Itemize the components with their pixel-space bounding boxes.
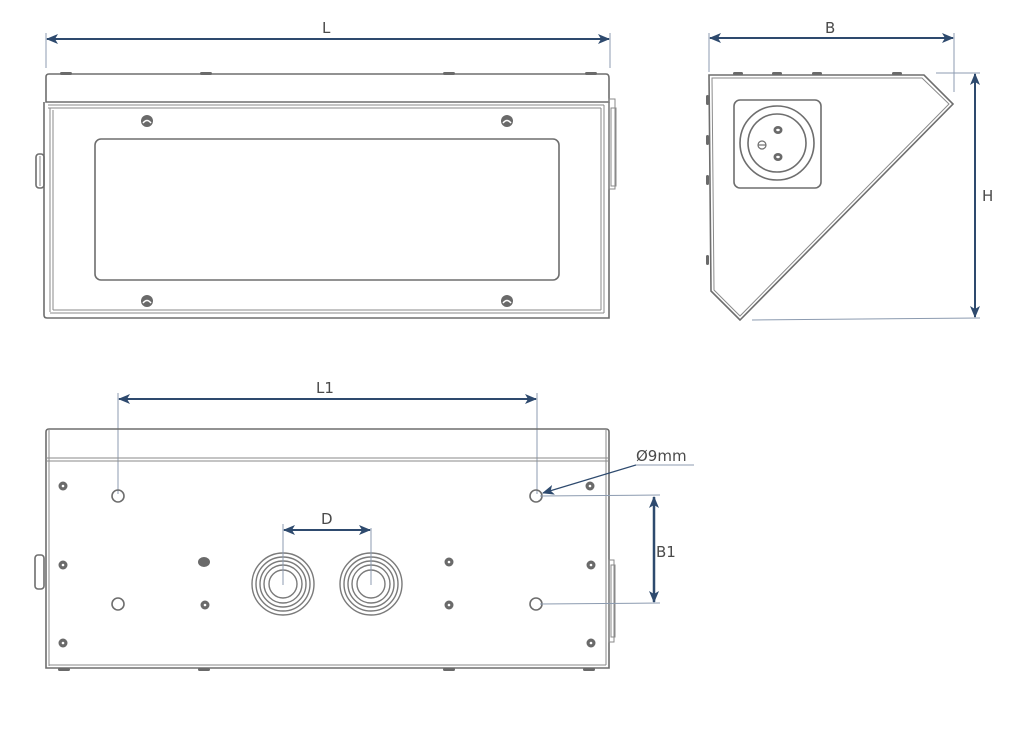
side-flange [608, 559, 615, 643]
lid-tab [812, 72, 822, 75]
screw-icon [141, 115, 153, 127]
screw-icon [586, 638, 596, 648]
display-window [94, 138, 560, 281]
screw-icon [501, 115, 513, 127]
dimension-label-d: D [321, 510, 333, 528]
cable-gland-side [34, 554, 45, 590]
screw-icon [58, 560, 68, 570]
lid-tab [443, 72, 455, 75]
screw-icon [501, 295, 513, 307]
side-inner-edge [711, 77, 950, 317]
side-view: B H [706, 19, 993, 322]
screw-icon [141, 295, 153, 307]
lid-tab [733, 72, 743, 75]
cable-gland-side [35, 153, 45, 189]
side-tab [706, 135, 709, 145]
lid-tab [585, 72, 597, 75]
dimension-l1: L1 [117, 379, 538, 494]
dimension-h: H [751, 72, 993, 321]
dimension-d: D [282, 510, 372, 585]
screw-icon [586, 560, 596, 570]
screw-icon [444, 600, 454, 610]
dimension-label-b: B [825, 19, 835, 37]
dimension-label-b1: B1 [656, 543, 676, 561]
screw-icon [585, 481, 595, 491]
screw-icon [444, 557, 454, 567]
dimension-hole-diameter: Ø9mm [542, 447, 694, 495]
bottom-view: L1 [34, 379, 694, 671]
bottom-body [45, 428, 610, 669]
side-flange [610, 107, 617, 187]
front-view: L [35, 19, 617, 319]
front-lid [45, 73, 610, 103]
extension-line [539, 602, 661, 605]
base-tab [58, 668, 70, 671]
front-body [43, 102, 610, 319]
dimension-label-l1: L1 [316, 379, 334, 397]
mounting-hole [111, 597, 125, 611]
leader-line [542, 464, 637, 495]
base-tab [443, 668, 455, 671]
screw-icon [58, 481, 68, 491]
screw-icon [198, 557, 210, 567]
mounting-hole [111, 489, 125, 503]
dimension-label-hole-diameter: Ø9mm [636, 447, 687, 465]
side-tab [706, 255, 709, 265]
side-flange [610, 564, 616, 638]
dimension-l: L [45, 19, 611, 68]
lid-tab [772, 72, 782, 75]
lid-tab [892, 72, 902, 75]
screw-icon [58, 638, 68, 648]
dimension-label-l: L [322, 19, 331, 37]
side-flange [608, 98, 616, 190]
screw-icon [200, 600, 210, 610]
base-tab [198, 668, 210, 671]
lid-tab [60, 72, 72, 75]
power-socket-icon [733, 99, 822, 189]
extension-line [539, 494, 661, 497]
dimension-b1: B1 [539, 494, 676, 605]
dimension-b: B [708, 19, 955, 92]
base-tab [583, 668, 595, 671]
side-tab [706, 95, 709, 105]
lid-tab [200, 72, 212, 75]
extension-line [751, 317, 981, 321]
side-tab [706, 175, 709, 185]
side-body [708, 74, 955, 322]
dimension-label-h: H [982, 187, 993, 205]
